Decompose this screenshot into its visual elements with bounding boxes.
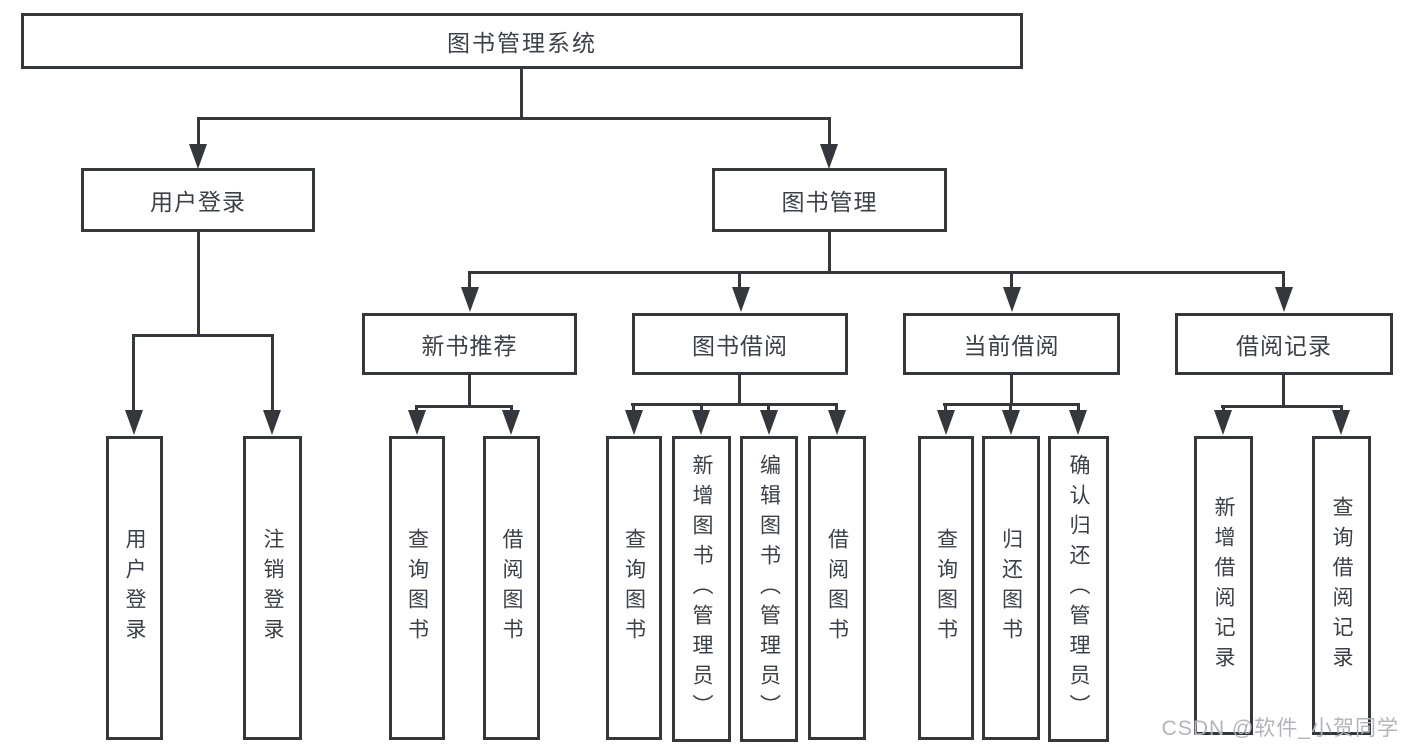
arrowhead-user-login — [189, 144, 207, 169]
watermark-text: CSDN @软件_小贺同学 — [1161, 717, 1399, 740]
connector-records-stem — [1282, 375, 1285, 407]
node-new-book-recommendation: 新书推荐 — [362, 313, 577, 375]
connector-root-stem — [520, 69, 523, 119]
node-borrow-books-newbook: 借阅图书 — [483, 436, 540, 740]
node-label: 用户登录 — [123, 528, 146, 648]
node-label: 图书借阅 — [692, 333, 788, 359]
node-label: 查询图书 — [934, 528, 958, 648]
connector-stem-user-login-leaf1 — [132, 336, 135, 414]
node-label: 新增图书（管理员） — [690, 454, 713, 724]
node-label: 确认归还（管理员） — [1067, 454, 1090, 724]
node-book-borrowing: 图书借阅 — [632, 313, 848, 375]
node-query-books-newbook: 查询图书 — [389, 436, 445, 740]
arrowhead-records — [1275, 287, 1293, 312]
node-label: 借阅记录 — [1236, 333, 1332, 359]
connector-book-mgmt-stem — [828, 232, 831, 273]
node-logout-leaf: 注销登录 — [243, 436, 302, 740]
connector-new-book-split — [415, 405, 513, 408]
node-label: 新书推荐 — [421, 333, 518, 359]
node-confirm-return-admin: 确认归还（管理员） — [1048, 436, 1109, 742]
arrowhead-current-leaf3 — [1069, 410, 1087, 435]
node-label: 注销登录 — [261, 528, 284, 648]
node-label: 查询图书 — [622, 528, 646, 648]
arrowhead-borrow-leaf4 — [828, 410, 846, 435]
node-label: 查询图书 — [405, 528, 429, 648]
arrowhead-borrow-leaf3 — [760, 410, 778, 435]
connector-stem-user-login-leaf2 — [271, 336, 274, 414]
node-borrow-books-leaf: 借阅图书 — [808, 436, 866, 740]
node-return-books: 归还图书 — [982, 436, 1040, 740]
node-query-borrow-record: 查询借阅记录 — [1312, 436, 1371, 735]
arrowhead-borrow-leaf2 — [692, 410, 710, 435]
arrowhead-current-leaf1 — [937, 410, 955, 435]
arrowhead-new-book-leaf2 — [502, 410, 520, 435]
node-user-login: 用户登录 — [81, 168, 315, 232]
node-label: 当前借阅 — [963, 333, 1060, 359]
arrowhead-records-leaf1 — [1214, 410, 1232, 435]
arrowhead-book-mgmt — [820, 144, 838, 169]
arrowhead-current — [1003, 287, 1021, 312]
node-label: 图书管理 — [781, 189, 878, 215]
arrowhead-borrow — [732, 287, 750, 312]
node-query-books-borrow: 查询图书 — [606, 436, 662, 740]
node-user-login-leaf: 用户登录 — [106, 436, 163, 740]
node-label: 查询借阅记录 — [1330, 495, 1353, 676]
node-label: 新增借阅记录 — [1212, 495, 1235, 676]
connector-borrow-split — [631, 403, 838, 406]
node-borrowing-records: 借阅记录 — [1175, 313, 1393, 375]
node-library-management-system: 图书管理系统 — [21, 13, 1023, 69]
connector-borrow-stem — [738, 375, 741, 405]
arrowhead-borrow-leaf1 — [625, 410, 643, 435]
node-edit-books-admin: 编辑图书（管理员） — [740, 436, 798, 742]
node-book-management: 图书管理 — [712, 168, 947, 232]
connector-stem-book-mgmt — [828, 119, 831, 153]
connector-level2-split — [197, 117, 831, 120]
node-current-borrowing: 当前借阅 — [903, 313, 1120, 375]
node-label: 图书管理系统 — [447, 30, 597, 56]
connector-stem-records — [1282, 273, 1285, 295]
connector-current-stem — [1010, 375, 1013, 405]
arrowhead-current-leaf2 — [1002, 410, 1020, 435]
connector-level3-split — [468, 271, 1285, 274]
node-label: 借阅图书 — [500, 528, 523, 648]
arrowhead-user-login-leaf1 — [125, 410, 143, 435]
connector-new-book-stem — [468, 375, 471, 407]
node-label: 借阅图书 — [825, 528, 849, 648]
connector-stem-user-login — [197, 119, 200, 153]
connector-current-split — [943, 403, 1080, 406]
connector-stem-borrow — [738, 273, 741, 295]
arrowhead-new-book-leaf1 — [408, 410, 426, 435]
connector-stem-new-book — [468, 273, 471, 295]
node-add-borrow-record: 新增借阅记录 — [1194, 436, 1253, 735]
node-add-books-admin: 新增图书（管理员） — [672, 436, 731, 742]
connector-records-split — [1221, 405, 1343, 408]
node-label: 归还图书 — [999, 528, 1023, 648]
arrowhead-new-book — [461, 287, 479, 312]
arrowhead-user-login-leaf2 — [263, 410, 281, 435]
node-label: 用户登录 — [150, 189, 246, 215]
connector-stem-current — [1010, 273, 1013, 295]
node-label: 编辑图书（管理员） — [757, 454, 781, 724]
connector-user-login-stem — [197, 232, 200, 336]
node-query-books-current: 查询图书 — [918, 436, 974, 740]
arrowhead-records-leaf2 — [1332, 410, 1350, 435]
connector-user-login-split — [132, 334, 274, 337]
